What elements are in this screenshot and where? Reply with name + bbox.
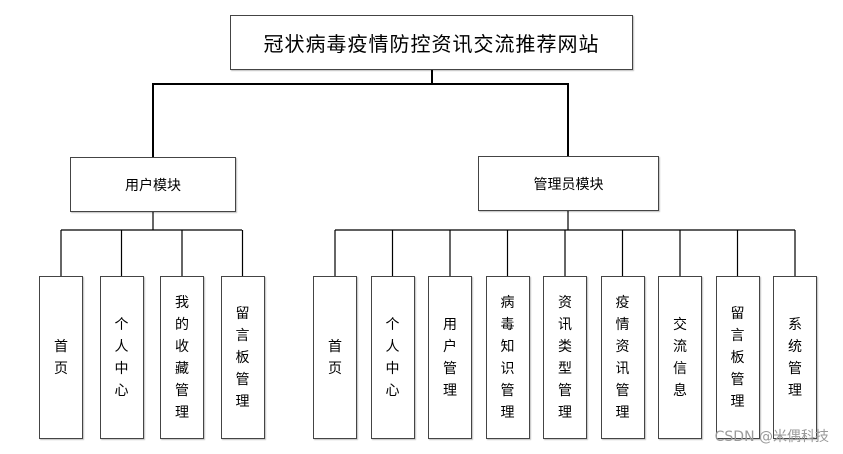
user-item-favorites-management: 我的收藏管理 <box>160 276 204 439</box>
admin-module-title: 管理员模块 <box>533 176 604 193</box>
root-title-box: 冠状病毒疫情防控资讯交流推荐网站 <box>230 15 633 70</box>
user-module-title: 用户模块 <box>125 177 181 194</box>
admin-item-system-management: 系统管理 <box>773 276 817 439</box>
admin-item-user-management: 用户管理 <box>428 276 472 439</box>
user-item-personal-center: 个人中心 <box>99 276 144 439</box>
user-item-home: 首页 <box>39 276 83 439</box>
watermark: CSDN @米偶科技 <box>714 429 829 445</box>
admin-item-epidemic-news-management: 疫情资讯管理 <box>600 276 645 439</box>
admin-module-box: 管理员模块 <box>478 156 659 211</box>
root-to-user-connector <box>152 70 433 157</box>
admin-item-personal-center: 个人中心 <box>370 276 415 439</box>
root-to-admin-connector <box>432 83 569 157</box>
root-title: 冠状病毒疫情防控资讯交流推荐网站 <box>263 32 600 56</box>
admin-item-news-type-management: 资讯类型管理 <box>543 276 587 439</box>
admin-item-virus-knowledge-management: 病毒知识管理 <box>485 276 530 439</box>
user-drop-connectors <box>60 230 244 276</box>
user-item-message-board-management: 留言板管理 <box>220 276 265 439</box>
admin-drop-connectors <box>334 230 796 276</box>
user-module-box: 用户模块 <box>70 157 236 212</box>
admin-item-message-board-management: 留言板管理 <box>715 276 760 439</box>
admin-item-exchange-info: 交流信息 <box>658 276 702 439</box>
admin-item-home: 首页 <box>313 276 357 439</box>
